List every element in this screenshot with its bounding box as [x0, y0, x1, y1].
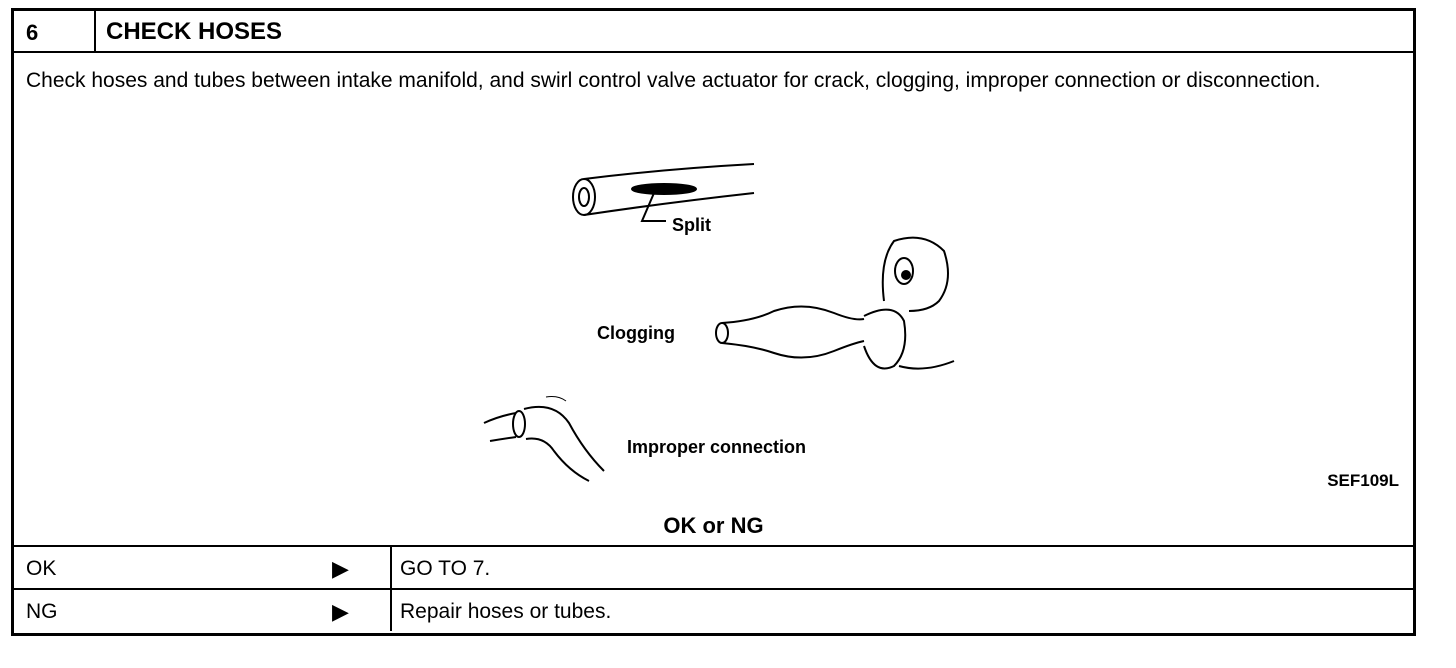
split-label: Split [672, 215, 711, 235]
column-divider [390, 590, 392, 631]
diagnostic-step-table: 6 CHECK HOSES Check hoses and tubes betw… [11, 8, 1416, 636]
clogging-label: Clogging [597, 323, 675, 343]
step-number: 6 [14, 11, 96, 51]
hose-inspection-figure: Split Clogging Improper connection [454, 151, 974, 501]
result-action: GO TO 7. [400, 557, 491, 580]
step-header: 6 CHECK HOSES [14, 11, 1413, 53]
result-condition: OK [26, 557, 57, 580]
ok-or-ng-question: OK or NG [663, 513, 764, 538]
hose-illustration [483, 163, 955, 482]
result-action: Repair hoses or tubes. [400, 600, 612, 623]
column-divider [390, 547, 392, 588]
right-arrow-icon: ▶ [332, 556, 349, 581]
step-description: Check hoses and tubes between intake man… [26, 69, 1321, 92]
figure-code: SEF109L [1327, 471, 1399, 490]
result-row-ok: OK ▶ GO TO 7. [14, 545, 1413, 588]
step-title: CHECK HOSES [106, 18, 283, 45]
split-hose-drawing [572, 163, 755, 222]
clogging-hose-drawing [715, 236, 955, 370]
result-condition: NG [26, 600, 58, 623]
result-row-ng: NG ▶ Repair hoses or tubes. [14, 588, 1413, 631]
improper-connection-label: Improper connection [627, 437, 807, 457]
right-arrow-icon: ▶ [332, 599, 349, 624]
improper-connection-drawing [483, 396, 605, 482]
